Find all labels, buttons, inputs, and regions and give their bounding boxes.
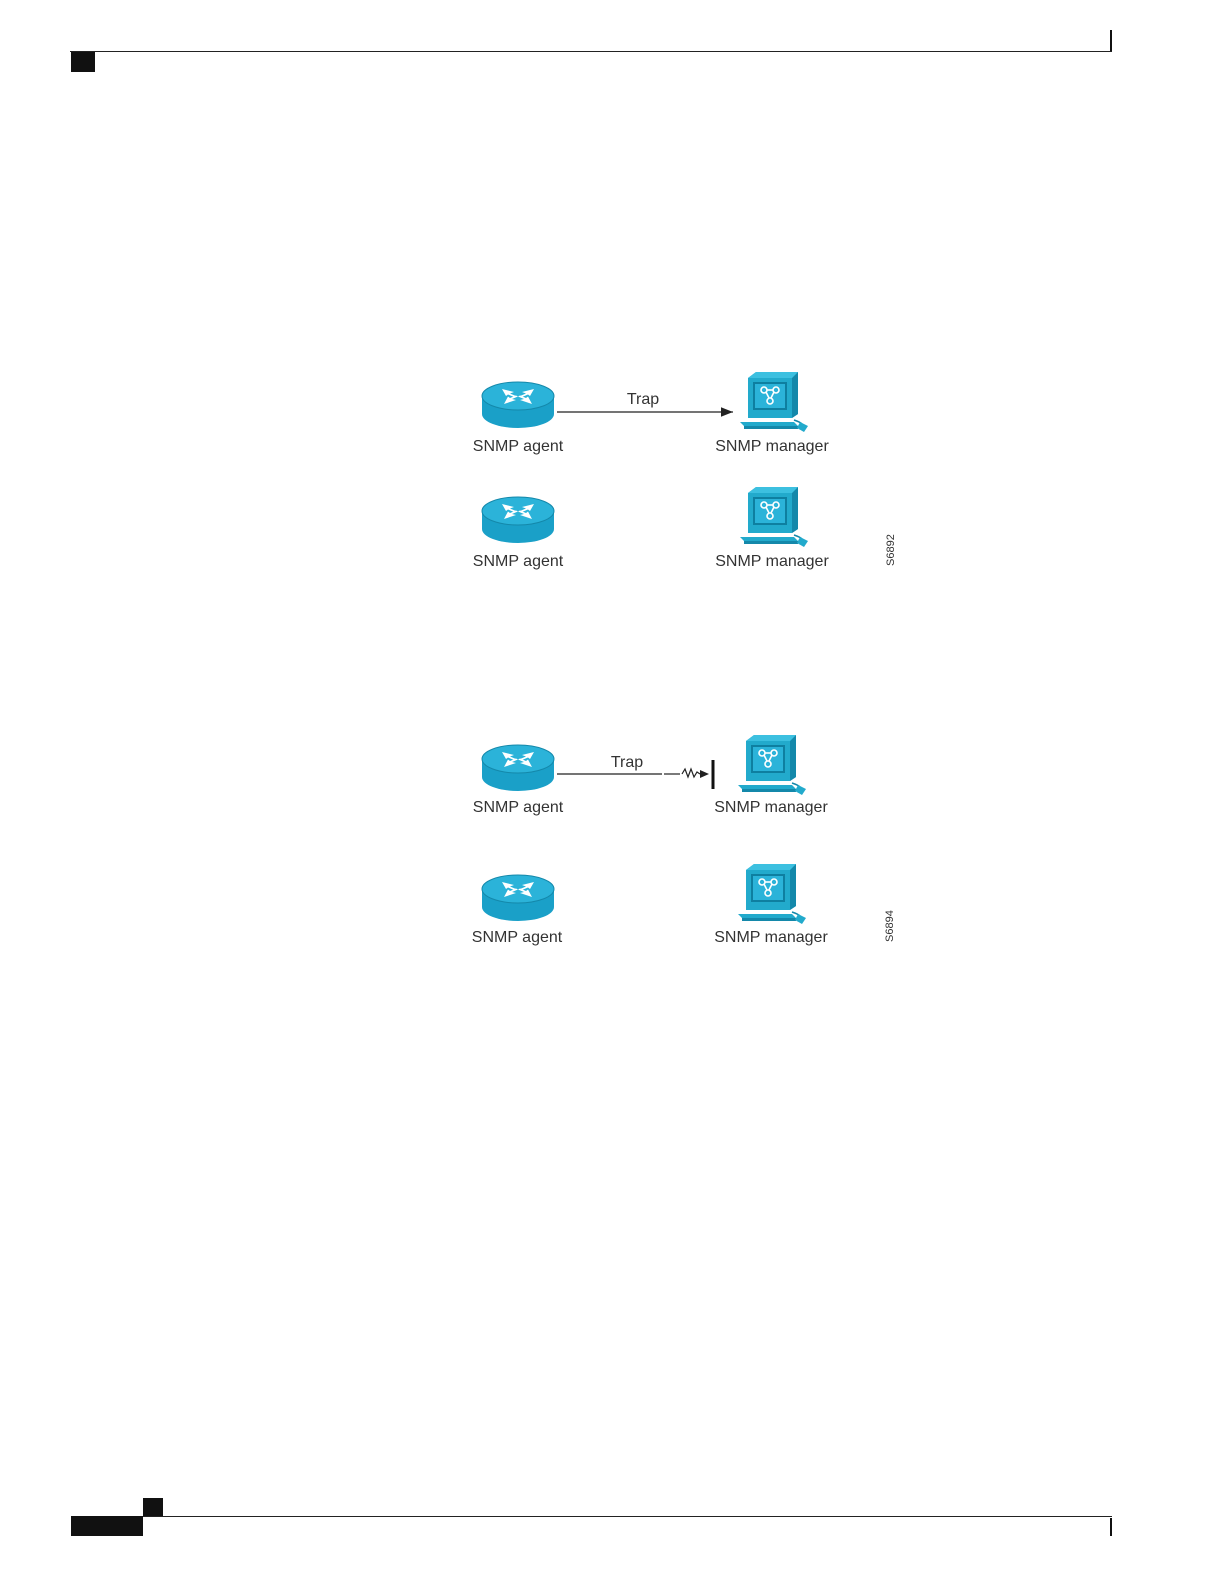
agent-label: SNMP agent: [473, 799, 564, 816]
figure-id: S6892: [885, 534, 897, 566]
workstation-icon: [738, 735, 806, 795]
workstation-icon: [738, 864, 806, 924]
figure-2: SNMP agent Trap SNMP manager SNMP agent …: [472, 735, 896, 946]
agent-label: SNMP agent: [472, 929, 563, 946]
router-icon: [482, 382, 554, 428]
workstation-icon: [740, 487, 808, 547]
manager-label: SNMP manager: [715, 438, 829, 455]
figure-1: SNMP agent Trap SNMP manager SNMP agent …: [473, 372, 897, 570]
trap-label: Trap: [611, 754, 643, 771]
agent-label: SNMP agent: [473, 553, 564, 570]
router-icon: [482, 875, 554, 921]
workstation-icon: [740, 372, 808, 432]
manager-label: SNMP manager: [715, 553, 829, 570]
router-icon: [482, 745, 554, 791]
trap-label: Trap: [627, 391, 659, 408]
manager-label: SNMP manager: [714, 929, 828, 946]
figure-id: S6894: [884, 910, 896, 942]
router-icon: [482, 497, 554, 543]
agent-label: SNMP agent: [473, 438, 564, 455]
manager-label: SNMP manager: [714, 799, 828, 816]
